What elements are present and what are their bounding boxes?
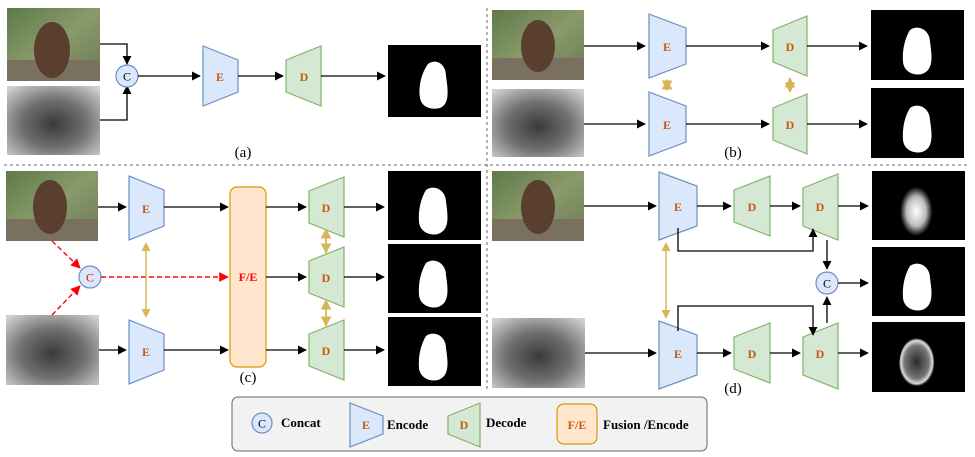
decoder-d-bottom-second-label: D — [816, 347, 825, 361]
legend-encode-icon: E — [349, 402, 384, 448]
depth-image-b — [492, 89, 584, 157]
output-mask-c-bottom — [388, 317, 481, 386]
decoder-d-top-first: D — [733, 175, 771, 237]
legend-encode-label: Encode — [387, 417, 428, 432]
legend-fusion-icon: F/E — [556, 403, 598, 445]
legend-concat-label: Concat — [281, 415, 321, 430]
encoder-b-bottom-label: E — [663, 118, 671, 132]
decoder-c-bottom: D — [308, 319, 345, 381]
decoder-b-bottom: D — [772, 93, 808, 155]
caption-b: (b) — [724, 145, 742, 161]
skip-arrow-d-bottom — [677, 305, 818, 336]
legend-concat-icon: C — [251, 412, 273, 434]
decoder-d-top-first-label: D — [748, 200, 757, 214]
encoder-d-top: E — [658, 171, 698, 241]
decoder-c-middle: D — [308, 246, 345, 308]
decoder-b-top: D — [772, 15, 808, 77]
encoder-d-bottom-label: E — [674, 347, 682, 361]
decoder-b-bottom-label: D — [786, 118, 795, 132]
fusion-encoder-c-label: F/E — [239, 270, 258, 284]
encoder-c-bottom-label: E — [142, 345, 150, 359]
caption-d: (d) — [724, 381, 742, 397]
legend-concat-icon-label: C — [258, 417, 266, 431]
output-mask-c-top — [388, 171, 481, 240]
panel-a: C E D (a) — [7, 8, 481, 161]
decoder-d-bottom-second: D — [802, 322, 839, 390]
panel-d: E E D D D D C — [492, 171, 965, 397]
decoder-a-label: D — [300, 70, 309, 84]
depth-image-d — [492, 318, 585, 388]
red-arrow-rgb-concat-c — [51, 240, 81, 269]
concat-node-d-label: C — [823, 277, 831, 291]
decoder-c-middle-label: D — [322, 271, 331, 285]
depth-image-c — [6, 315, 99, 385]
legend-decode-icon-label: D — [460, 418, 469, 432]
fusion-encoder-c: F/E — [229, 186, 267, 368]
encoder-c-bottom: E — [128, 319, 165, 385]
panel-b: E E D D (b) — [492, 10, 964, 161]
output-mask-b-top — [871, 10, 964, 80]
encoder-d-top-label: E — [674, 200, 682, 214]
encoder-b-bottom: E — [648, 91, 687, 157]
concat-node-c: C — [78, 265, 102, 289]
output-mask-a — [388, 45, 481, 117]
encoder-b-top: E — [648, 13, 687, 79]
rgb-image-c — [6, 171, 98, 241]
concat-node-c-label: C — [86, 271, 94, 285]
output-mask-b-bottom — [871, 88, 964, 158]
decoder-d-bottom-first-label: D — [748, 347, 757, 361]
encoder-c-top: E — [128, 175, 165, 241]
rgb-image-a — [7, 8, 100, 81]
caption-a: (a) — [235, 145, 252, 161]
encoder-c-top-label: E — [142, 202, 150, 216]
encoder-a: E — [202, 45, 239, 107]
depth-image-a — [7, 86, 100, 155]
skip-arrow-d-top — [677, 228, 818, 252]
concat-node-d: C — [815, 271, 839, 295]
decoder-d-top-second: D — [802, 173, 839, 241]
arrow-rgb-concat-a — [100, 43, 132, 65]
decoder-c-top: D — [308, 176, 345, 238]
decoder-c-top-label: D — [322, 201, 331, 215]
panel-c: C E E F/E D D D — [6, 171, 481, 386]
output-mask-d-bottom — [872, 322, 965, 392]
rgb-image-d — [492, 171, 584, 241]
encoder-d-bottom: E — [658, 320, 698, 390]
encoder-b-top-label: E — [663, 40, 671, 54]
caption-c: (c) — [240, 370, 257, 386]
concat-node-a-label: C — [123, 70, 131, 84]
output-mask-c-middle — [388, 244, 481, 313]
arrow-depth-concat-a — [100, 85, 132, 121]
legend-decode-label: Decode — [486, 415, 527, 430]
legend-fusion-icon-label: F/E — [568, 418, 587, 432]
legend-decode-icon: D — [447, 402, 481, 448]
output-mask-d-top — [872, 171, 965, 240]
red-arrow-depth-concat-c — [51, 285, 81, 316]
legend-fusion-label: Fusion /Encode — [603, 417, 689, 432]
encoder-a-label: E — [216, 70, 224, 84]
decoder-a: D — [285, 45, 322, 107]
decoder-d-top-second-label: D — [816, 200, 825, 214]
rgb-image-b — [492, 10, 584, 80]
concat-node-a: C — [115, 64, 139, 88]
output-mask-d-middle — [872, 247, 965, 316]
decoder-b-top-label: D — [786, 40, 795, 54]
legend-encode-icon-label: E — [362, 418, 370, 432]
legend: C Concat E Encode D Decode F/E Fusion /E… — [231, 396, 708, 452]
decoder-c-bottom-label: D — [322, 344, 331, 358]
decoder-d-bottom-first: D — [733, 322, 771, 384]
